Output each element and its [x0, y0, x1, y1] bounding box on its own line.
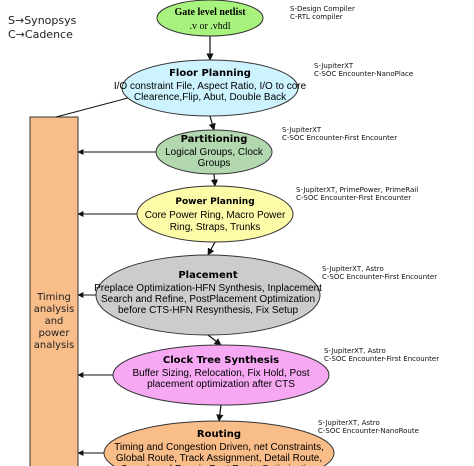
timing-analysis-label-line: and [44, 316, 64, 327]
floor-planning-ellipse [121, 59, 299, 117]
clock-tree-synthesis-detail-line: placement optimization after CTS [147, 379, 295, 390]
power-planning-ellipse [136, 185, 294, 243]
partitioning-tool-line: S-JupiterXT [282, 126, 322, 134]
flow-arrow [210, 173, 219, 187]
gate-level-netlist-tool-line: S-Design Compiler [290, 5, 355, 13]
timing-analysis-label-line: power [38, 328, 70, 339]
partitioning-tool-line: C-SOC Encounter-First Encounter [282, 134, 398, 142]
routing-title: Routing [197, 429, 241, 440]
flow-arrow [207, 334, 222, 346]
placement-detail-line: Search and Refine, PostPlacement Optimiz… [101, 294, 315, 305]
clock-tree-synthesis-tool-line: S-JupiterXT, Astro [324, 347, 386, 355]
gate-level-netlist-ellipse [156, 0, 264, 37]
step-gate-level-netlist: Gate level netlist .v or .vhdl [156, 0, 264, 37]
floor-planning-detail-line: Clearence,Flip, Abut, Double Back [134, 92, 287, 103]
partitioning-ellipse [155, 129, 273, 175]
power-planning-tool-line: C-SOC Encounter-First Encounter [296, 194, 412, 202]
floor-planning-title: Floor Planning [169, 68, 251, 79]
floor-planning-detail-line: I/O constraint File, Aspect Ratio, I/O t… [114, 81, 307, 92]
flow-arrow [208, 115, 216, 131]
partitioning-detail-line: Groups [198, 158, 231, 169]
power-planning-detail-line: Core Power Ring, Macro Power [145, 210, 286, 221]
placement-tool-line: S-JupiterXT, Astro [322, 265, 384, 273]
placement-detail-line: before CTS-HFN Resynthesis, Fix Setup [118, 305, 298, 316]
routing-detail-line: Search and Repair, Post Route Optimizati… [121, 464, 317, 466]
power-planning-title: Power Planning [175, 197, 254, 207]
legend-synopsys: S→Synopsys [8, 14, 77, 27]
gate-level-netlist-tool-line: C-RTL compiler [290, 13, 343, 21]
power-planning-detail-line: Ring, Straps, Trunks [170, 222, 261, 233]
flow-arrow [207, 241, 216, 256]
power-planning-tool-line: S-JupiterXT, PrimePower, PrimeRail [296, 186, 419, 194]
timing-analysis-label-line: Timing [37, 292, 71, 303]
partitioning-title: Partitioning [181, 134, 248, 145]
routing-tool-line: S-JupiterXT, Astro [318, 419, 380, 427]
placement-detail-line: Preplace Optimization-HFN Synthesis, Inp… [94, 283, 322, 294]
timing-analysis-label-line: analysis [33, 340, 75, 351]
timing-analysis-label-line: analysis [33, 304, 75, 315]
routing-detail-line: Timing and Congestion Driven, net Constr… [114, 442, 324, 453]
flow-arrow [216, 404, 224, 422]
placement-title: Placement [178, 270, 238, 281]
floorplan-to-timing-line [55, 97, 129, 118]
gate-level-netlist-title: Gate level netlist [174, 7, 246, 18]
placement-tool-line: C-SOC Encounter-First Encounter [322, 273, 438, 281]
clock-tree-synthesis-detail-line: Buffer Sizing, Relocation, Fix Hold, Pos… [132, 368, 309, 379]
routing-ellipse [103, 420, 335, 466]
routing-detail-line: Global Route, Track Assignment, Detail R… [116, 453, 322, 464]
gate-level-netlist-detail-line: .v or .vhdl [189, 21, 230, 32]
timing-analysis-bar [29, 116, 79, 466]
clock-tree-synthesis-tool-line: C-SOC Encounter-First Encounter [324, 355, 440, 363]
clock-tree-synthesis-title: Clock Tree Synthesis [163, 355, 279, 366]
partitioning-detail-line: Logical Groups, Clock [165, 147, 264, 158]
legend-cadence: C→Cadence [8, 28, 73, 41]
floor-planning-tool-line: S-JupiterXT [314, 62, 354, 70]
routing-tool-line: C-SOC Encounter-NanoRoute [318, 427, 419, 435]
placement-ellipse [95, 254, 321, 336]
clock-tree-synthesis-ellipse [112, 344, 330, 406]
floor-planning-tool-line: C-SOC Encounter-NanoPlace [314, 70, 414, 78]
